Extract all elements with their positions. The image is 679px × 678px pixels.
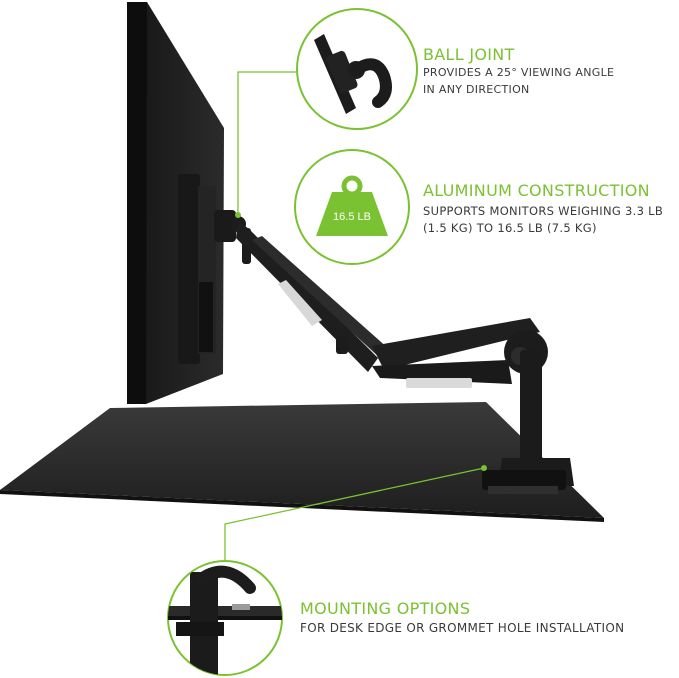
callout-lines [224, 71, 485, 560]
aluminum-desc-line-1: SUPPORTS MONITORS WEIGHING 3.3 LB [423, 204, 664, 218]
ball-joint-title: BALL JOINT [423, 45, 515, 64]
monitor [127, 2, 224, 404]
mounting-description: FOR DESK EDGE OR GROMMET HOLE INSTALLATI… [300, 621, 625, 635]
callout-dots [235, 212, 487, 471]
ball-joint-closeup [296, 8, 418, 130]
ball-joint-desc-line-2: IN ANY DIRECTION [423, 83, 530, 96]
mounting-closeup [167, 560, 283, 676]
desk [0, 402, 604, 522]
aluminum-desc-line-2: (1.5 KG) TO 16.5 LB (7.5 KG) [423, 221, 597, 235]
aluminum-description: SUPPORTS MONITORS WEIGHING 3.3 LB (1.5 K… [423, 203, 663, 237]
aluminum-title: ALUMINUM CONSTRUCTION [423, 181, 650, 200]
mounting-title: MOUNTING OPTIONS [300, 599, 471, 618]
weight-icon: 16.5 LB [294, 149, 410, 265]
ball-joint-desc-line-1: PROVIDES A 25° VIEWING ANGLE [423, 66, 615, 79]
weight-label: 16.5 LB [333, 211, 371, 223]
monitor-arm [214, 210, 574, 494]
ball-joint-description: PROVIDES A 25° VIEWING ANGLE IN ANY DIRE… [423, 64, 614, 98]
